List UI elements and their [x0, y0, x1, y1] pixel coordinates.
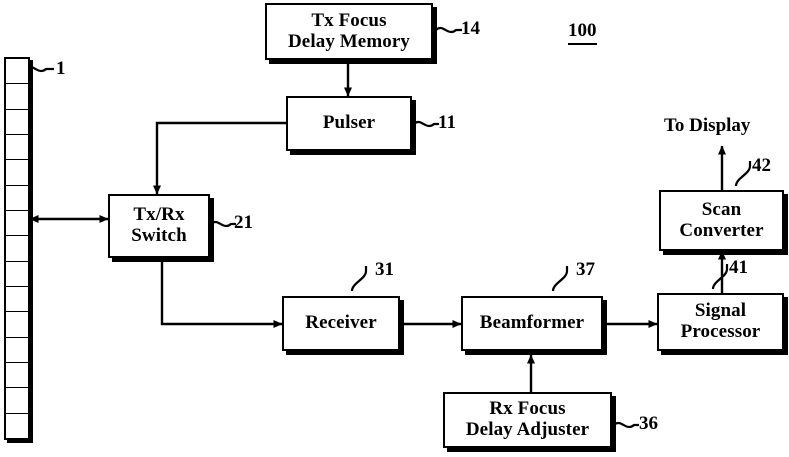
- ref-numeral-31: 31: [375, 259, 394, 280]
- figure-number-label: 100: [568, 20, 597, 45]
- transducer-element: [6, 84, 28, 110]
- block-label-receiver: Receiver: [305, 312, 377, 334]
- transducer-element: [6, 59, 28, 85]
- transducer-element: [6, 413, 28, 438]
- block-scan-converter[interactable]: Scan Converter: [659, 190, 784, 251]
- block-tx-focus-delay-memory[interactable]: Tx Focus Delay Memory: [265, 3, 433, 60]
- block-signal-processor[interactable]: Signal Processor: [657, 293, 784, 351]
- ref-numeral-36: 36: [639, 413, 658, 434]
- transducer-element: [6, 185, 28, 211]
- transducer-element: [6, 261, 28, 287]
- leader-37: [551, 266, 569, 292]
- block-label-tx-focus-delay-memory: Tx Focus Delay Memory: [287, 9, 410, 52]
- transducer-element: [6, 286, 28, 313]
- leader-36: [613, 421, 639, 429]
- ref-numeral-21: 21: [234, 212, 253, 233]
- transducer-element: [6, 312, 28, 338]
- leader-31: [350, 266, 368, 292]
- transducer-array[interactable]: [4, 57, 30, 440]
- block-label-signal-processor: Signal Processor: [680, 300, 761, 342]
- ref-numeral-42: 42: [752, 155, 771, 176]
- leader-41: [711, 264, 729, 290]
- block-label-scan-converter: Scan Converter: [679, 198, 764, 241]
- transducer-element: [6, 362, 28, 389]
- ref-numeral-41: 41: [729, 257, 748, 278]
- ref-numeral-14: 14: [461, 18, 480, 39]
- leader-21: [210, 220, 236, 228]
- leader-11: [413, 120, 439, 128]
- leader-1: [25, 65, 54, 73]
- block-tx-rx-switch[interactable]: Tx/Rx Switch: [108, 194, 210, 258]
- leader-14: [435, 26, 462, 34]
- ref-numeral-1: 1: [56, 58, 66, 79]
- transducer-element: [6, 109, 28, 135]
- edge-pulser-to-switch: [153, 121, 286, 195]
- block-label-pulser: Pulser: [322, 112, 376, 134]
- block-pulser[interactable]: Pulser: [286, 96, 412, 151]
- block-label-beamformer: Beamformer: [479, 312, 585, 334]
- ref-numeral-11: 11: [438, 112, 456, 133]
- transducer-element: [6, 210, 28, 237]
- transducer-element: [6, 134, 28, 161]
- ref-numeral-37: 37: [576, 259, 595, 280]
- block-receiver[interactable]: Receiver: [282, 296, 400, 351]
- transducer-element: [6, 337, 28, 363]
- transducer-element: [6, 160, 28, 186]
- edge-switch-to-receiver: [160, 258, 283, 328]
- block-rx-focus-delay-adjuster[interactable]: Rx Focus Delay Adjuster: [443, 392, 612, 448]
- block-label-rx-focus-delay-adjuster: Rx Focus Delay Adjuster: [465, 398, 590, 440]
- transducer-element: [6, 388, 28, 414]
- transducer-element: [6, 236, 28, 262]
- to-display-label: To Display: [664, 115, 751, 136]
- block-label-tx-rx-switch: Tx/Rx Switch: [131, 204, 187, 246]
- leader-42: [734, 161, 752, 187]
- block-beamformer[interactable]: Beamformer: [461, 296, 603, 351]
